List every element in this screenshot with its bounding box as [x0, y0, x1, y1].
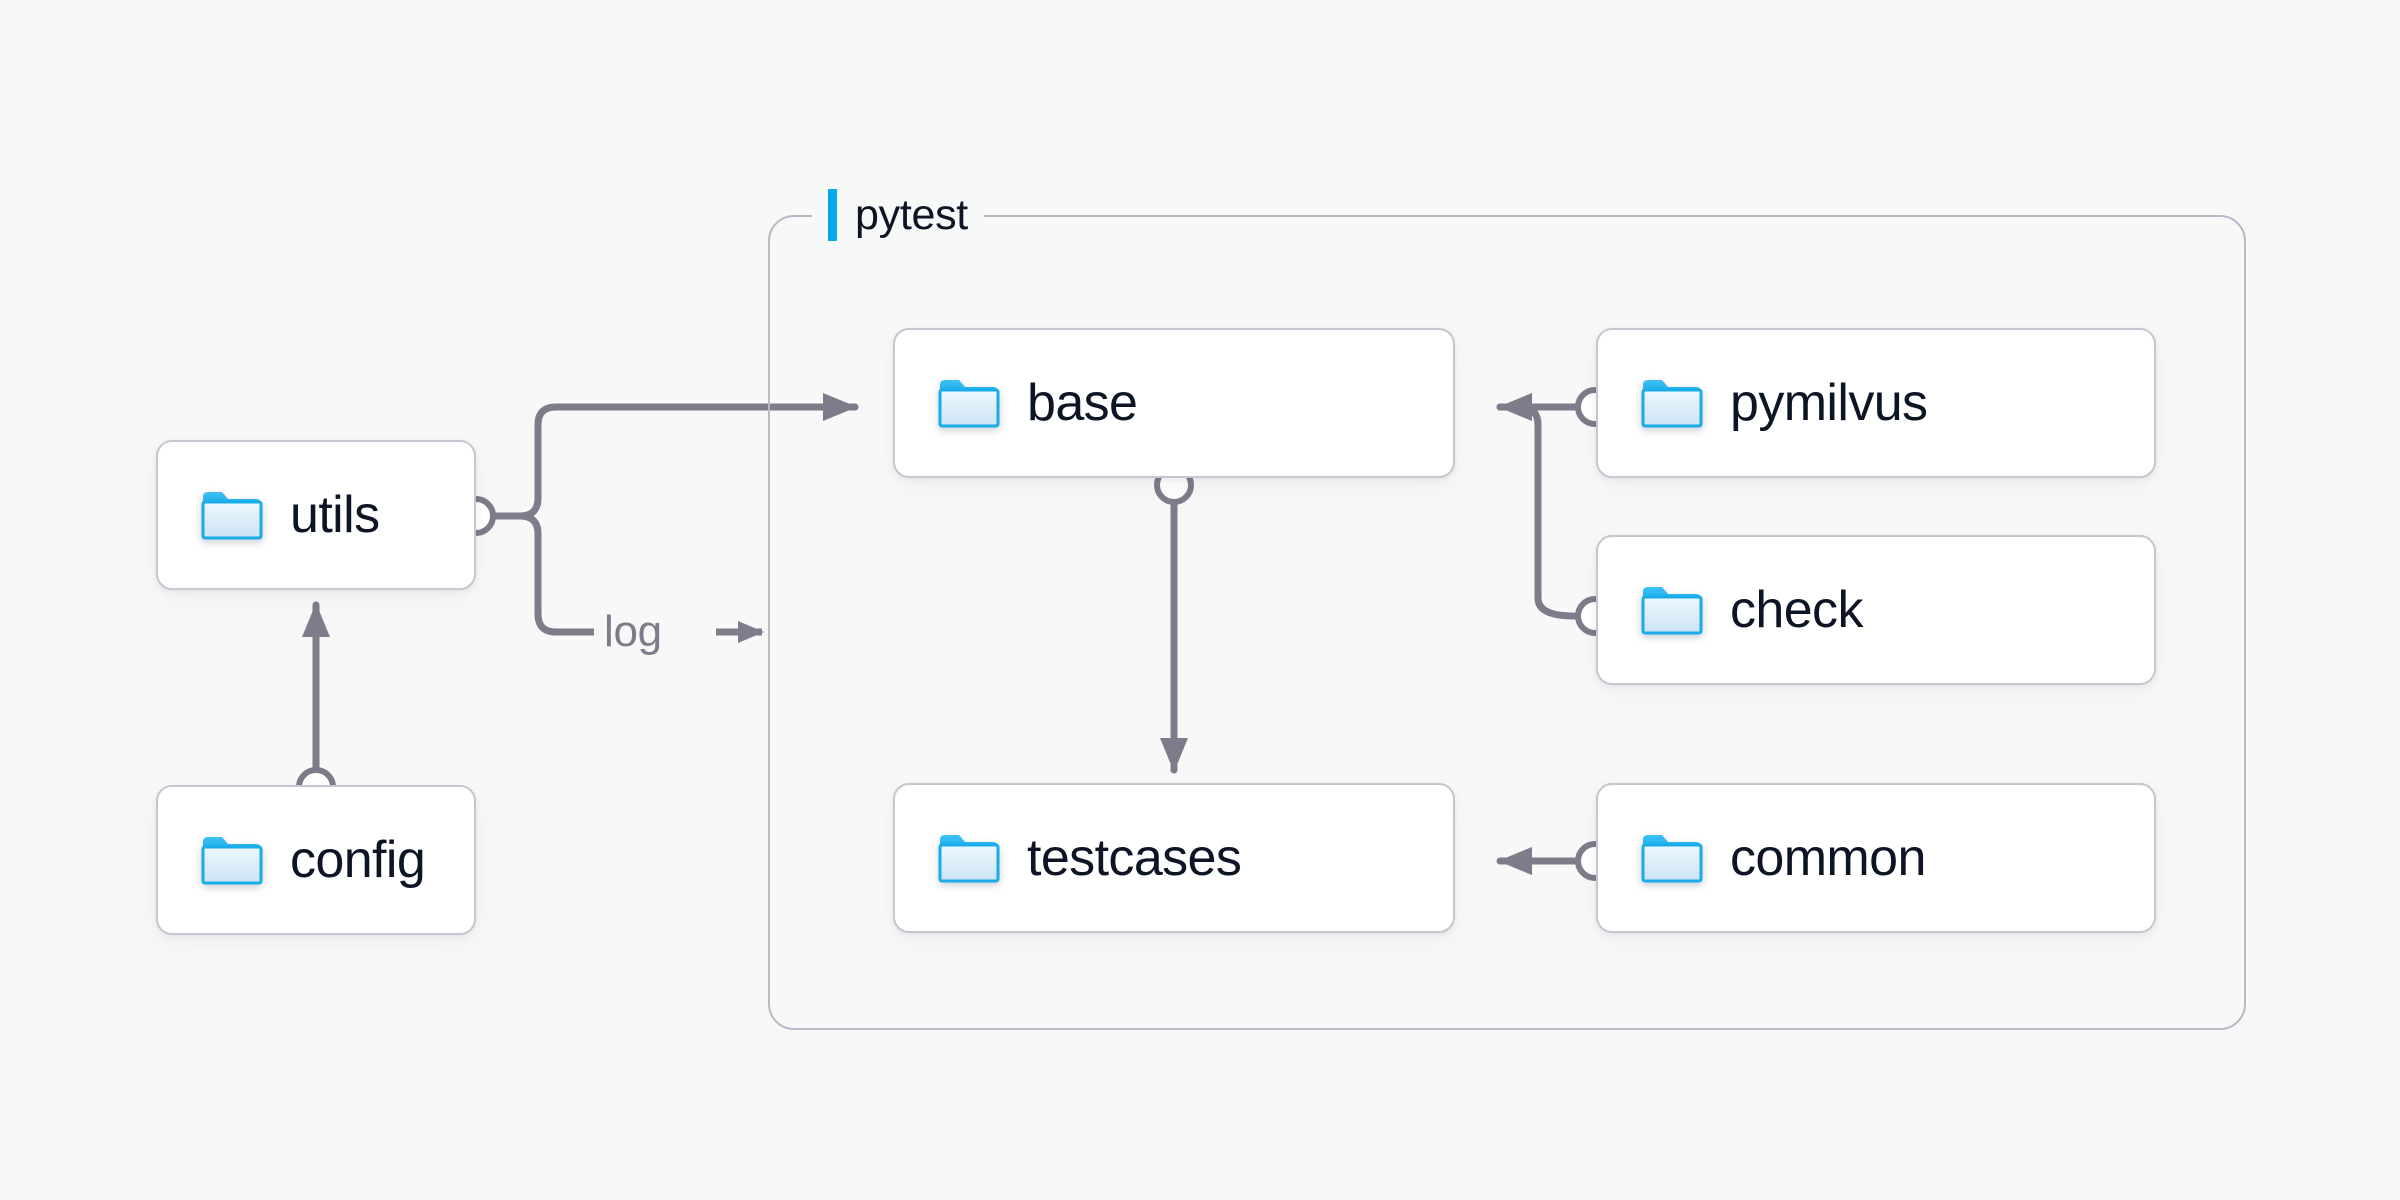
- group-accent-bar: [828, 189, 837, 241]
- folder-icon: [938, 380, 1000, 428]
- node-testcases[interactable]: testcases: [893, 783, 1455, 933]
- node-common[interactable]: common: [1596, 783, 2156, 933]
- pytest-group-container[interactable]: [768, 215, 2246, 1030]
- group-label-text: pytest: [855, 190, 968, 239]
- node-label: pymilvus: [1730, 374, 1928, 432]
- node-label: testcases: [1027, 829, 1242, 887]
- folder-icon: [1641, 835, 1703, 883]
- pytest-group-label: pytest: [812, 185, 984, 245]
- folder-icon: [201, 492, 263, 540]
- node-pymilvus[interactable]: pymilvus: [1596, 328, 2156, 478]
- node-label: check: [1730, 581, 1863, 639]
- node-label: common: [1730, 829, 1926, 887]
- folder-icon: [201, 837, 263, 885]
- node-check[interactable]: check: [1596, 535, 2156, 685]
- node-label: base: [1027, 374, 1138, 432]
- node-base[interactable]: base: [893, 328, 1455, 478]
- node-label: utils: [290, 486, 380, 544]
- folder-icon: [1641, 380, 1703, 428]
- folder-icon: [938, 835, 1000, 883]
- folder-icon: [1641, 587, 1703, 635]
- node-config[interactable]: config: [156, 785, 476, 935]
- edge-label-log: log: [594, 610, 672, 654]
- node-utils[interactable]: utils: [156, 440, 476, 590]
- node-label: config: [290, 831, 426, 889]
